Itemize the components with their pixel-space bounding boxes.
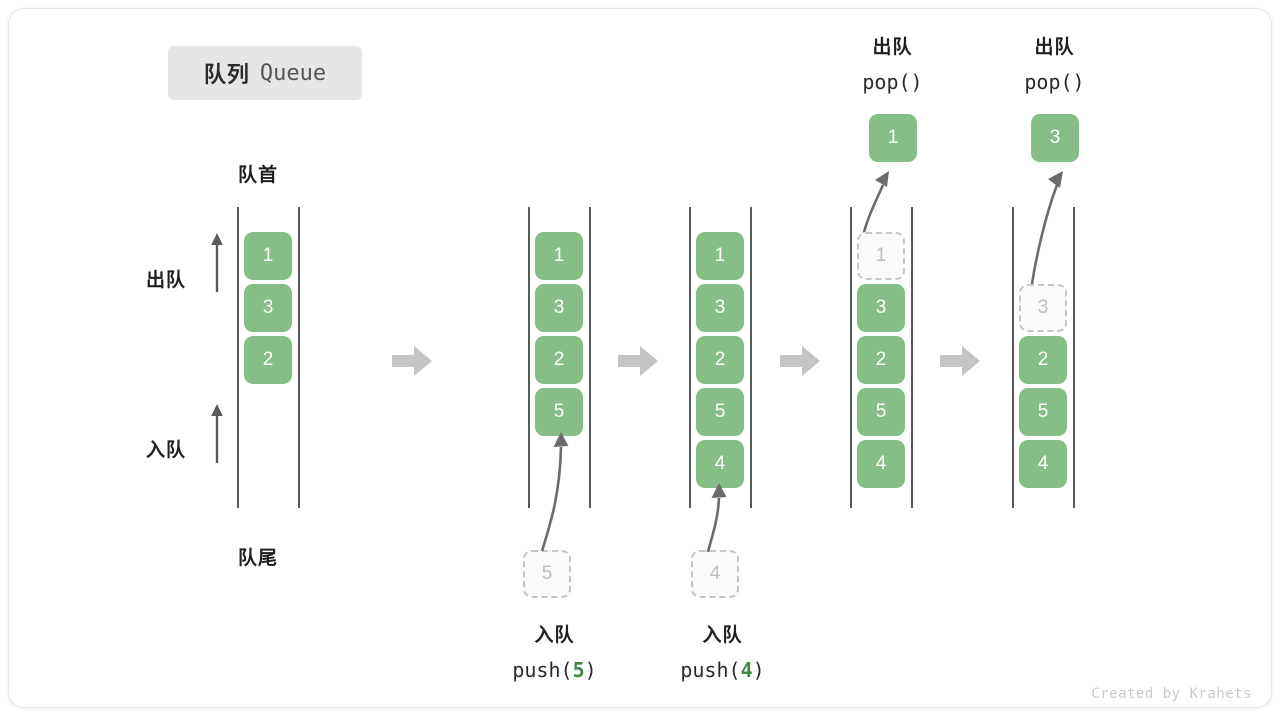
queue-element: 3 (857, 284, 905, 332)
queue-element: 1 (535, 232, 583, 280)
dequeue-direction-arrow-icon (211, 233, 223, 292)
stage-caption-push-5: 入队 push(5) (462, 618, 647, 689)
caption-code: pop() (1024, 70, 1085, 94)
caption-code: pop() (862, 70, 923, 94)
queue-element: 2 (857, 336, 905, 384)
diagram-title: 队列 Queue (168, 46, 362, 100)
rail-left (528, 207, 530, 508)
title-chinese: 队列 (203, 62, 250, 87)
incoming-element-ghost: 5 (523, 550, 571, 598)
queue-element: 3 (696, 284, 744, 332)
caption-chinese: 出队 (872, 37, 913, 58)
queue-element: 1 (244, 232, 292, 280)
caption-code: push(4) (680, 658, 765, 682)
step-arrow-icon (618, 346, 658, 376)
incoming-element-ghost: 4 (691, 550, 739, 598)
push-arrow-icon (540, 432, 569, 552)
caption-chinese: 入队 (534, 625, 575, 646)
rail-right (750, 207, 752, 508)
step-arrow-icon (940, 346, 980, 376)
rail-right (298, 207, 300, 508)
caption-chinese: 出队 (1034, 37, 1075, 58)
watermark-credit: Created by Krahets (1091, 686, 1252, 702)
popped-element: 3 (1031, 114, 1079, 162)
step-arrow-icon (392, 346, 432, 376)
queue-element: 4 (857, 440, 905, 488)
queue-element-ghost: 3 (1019, 284, 1067, 332)
rail-right (1073, 207, 1075, 508)
rail-right (911, 207, 913, 508)
push-arrow-icon (706, 483, 727, 553)
queue-element: 3 (244, 284, 292, 332)
rail-right (589, 207, 591, 508)
queue-element: 2 (535, 336, 583, 384)
queue-element: 3 (535, 284, 583, 332)
queue-element: 5 (696, 388, 744, 436)
queue-element-ghost: 1 (857, 232, 905, 280)
caption-chinese: 入队 (702, 625, 743, 646)
rail-left (237, 207, 239, 508)
queue-element: 4 (696, 440, 744, 488)
queue-element: 5 (535, 388, 583, 436)
label-queue-rear: 队尾 (238, 548, 279, 569)
stage-caption-pop-3: 出队 pop() (962, 30, 1147, 101)
popped-element: 1 (869, 114, 917, 162)
stage-caption-push-4: 入队 push(4) (630, 618, 815, 689)
rail-left (850, 207, 852, 508)
queue-element: 2 (1019, 336, 1067, 384)
stage-caption-pop-1: 出队 pop() (800, 30, 985, 101)
rail-left (1012, 207, 1014, 508)
queue-element: 5 (1019, 388, 1067, 436)
enqueue-direction-arrow-icon (211, 404, 223, 463)
step-arrow-icon (780, 346, 820, 376)
queue-element: 4 (1019, 440, 1067, 488)
label-dequeue: 出队 (146, 270, 187, 291)
pop-arrow-icon (1029, 171, 1063, 292)
label-queue-front: 队首 (238, 165, 279, 186)
caption-code: push(5) (512, 658, 597, 682)
title-english: Queue (259, 60, 327, 86)
queue-element: 2 (696, 336, 744, 384)
queue-element: 1 (696, 232, 744, 280)
queue-element: 2 (244, 336, 292, 384)
queue-element: 5 (857, 388, 905, 436)
label-enqueue: 入队 (146, 440, 187, 461)
rail-left (689, 207, 691, 508)
